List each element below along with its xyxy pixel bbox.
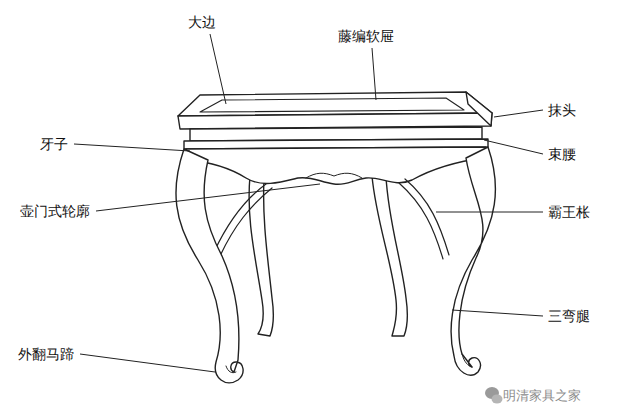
watermark: 明清家具之家 <box>503 387 581 404</box>
part-name: 三弯腿 <box>548 308 590 325</box>
part-name: 抹头 <box>548 102 576 119</box>
part-name: 藤编软屉 <box>338 28 394 45</box>
part-name: 牙子 <box>40 136 68 153</box>
part-name: 霸王枨 <box>548 204 590 221</box>
part-name: 束腰 <box>548 146 576 163</box>
part-name: 外翻马蹄 <box>18 346 74 363</box>
part-name: 大边 <box>188 14 216 31</box>
part-name: 壶门式轮廓 <box>20 203 90 220</box>
watermark-icon <box>485 387 503 404</box>
